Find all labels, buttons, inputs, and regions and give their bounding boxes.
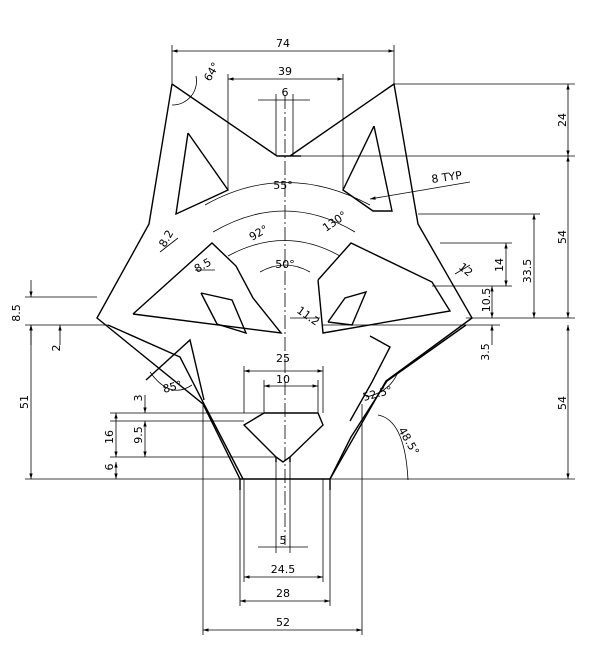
dim-5: 5 xyxy=(280,534,287,547)
left-ear-cutout xyxy=(175,132,230,216)
dim-12: 12 xyxy=(456,260,475,279)
dim-10: 10 xyxy=(276,373,290,386)
dim-10-5: 10.5 xyxy=(480,288,493,313)
dim-ear-angle: 64° xyxy=(201,60,222,83)
dim-top-width: 74 xyxy=(276,37,290,50)
dim-left-6: 6 xyxy=(103,464,116,471)
lower-body xyxy=(107,324,467,490)
dim-24-5: 24.5 xyxy=(271,563,296,576)
dim-typ-note: 8 TYP xyxy=(431,169,463,186)
dim-left-8-5: 8.5 xyxy=(10,304,23,322)
dim-14: 14 xyxy=(493,258,506,272)
dim-52: 52 xyxy=(276,616,290,629)
dimension-labels: 74 64° 39 6 24 54 55° 8 TYP 130° 92° 50°… xyxy=(10,37,569,629)
right-eye-region xyxy=(317,242,452,334)
right-ear-cutout xyxy=(342,125,393,212)
dim-angle-85: 85° xyxy=(161,378,183,396)
dim-11-2: 11.2 xyxy=(294,304,322,329)
dim-inner-ear-width: 39 xyxy=(278,65,292,78)
dim-left-9-5: 9.5 xyxy=(132,426,145,444)
outer-outline xyxy=(96,82,473,480)
dim-3-5: 3.5 xyxy=(479,343,492,361)
dim-8-2: 8.2 xyxy=(156,228,176,250)
dimension-lines xyxy=(25,45,575,635)
dim-33-5: 33.5 xyxy=(521,259,534,284)
dim-left-16: 16 xyxy=(103,430,116,444)
dim-left-3: 3 xyxy=(132,395,145,402)
dim-top-slot: 6 xyxy=(282,86,289,99)
dim-right-54-upper: 54 xyxy=(556,230,569,244)
dim-angle-50: 50° xyxy=(275,258,295,271)
dim-right-54-lower: 54 xyxy=(556,396,569,410)
left-eye-region xyxy=(132,242,283,335)
dim-angle-130: 130° xyxy=(320,209,349,235)
dim-28: 28 xyxy=(276,587,290,600)
dim-angle-55: 55° xyxy=(273,179,293,192)
dim-left-51: 51 xyxy=(18,395,31,409)
dim-25: 25 xyxy=(276,352,290,365)
dim-angle-52-5: 52.5° xyxy=(361,384,393,404)
dim-right-24: 24 xyxy=(556,113,569,127)
dim-left-2: 2 xyxy=(50,345,63,352)
dim-angle-48-5: 48.5° xyxy=(395,425,421,457)
dim-angle-92: 92° xyxy=(247,223,270,244)
